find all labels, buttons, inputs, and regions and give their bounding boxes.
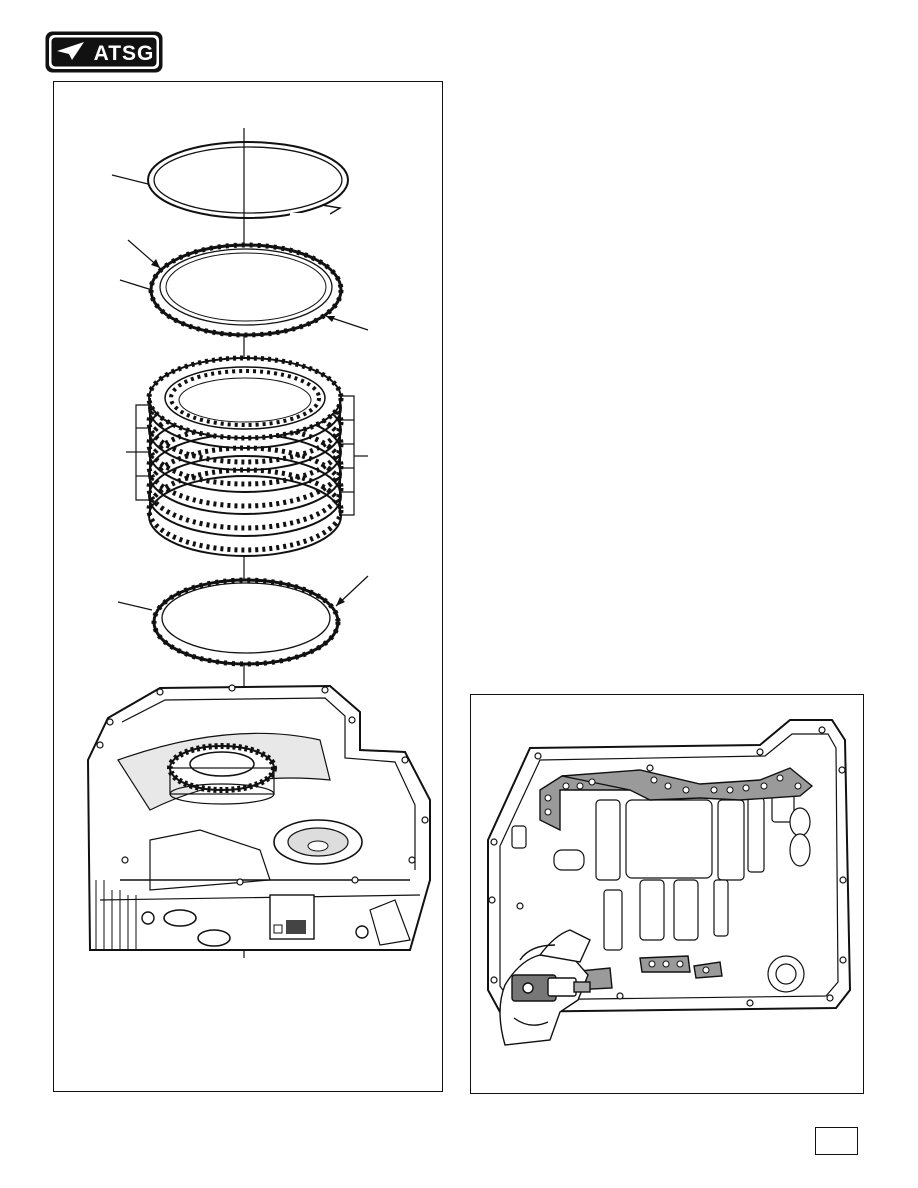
backing-plate (151, 577, 341, 667)
hand-and-connector (499, 929, 591, 1046)
case-bolts (96, 684, 429, 886)
atsg-logo-graphic: ATSG (45, 31, 163, 73)
logo-text: ATSG (94, 42, 155, 65)
leader-backing-plate-left (117, 601, 153, 611)
transmission-case (86, 684, 431, 951)
housing-bolts (488, 726, 847, 1007)
page-number-box (815, 1127, 858, 1155)
valve-body-bores (511, 789, 811, 993)
clutch-pack-stack (146, 355, 344, 557)
arrowhead-1 (151, 259, 160, 268)
atsg-logo: ATSG (44, 30, 164, 74)
valve-body-frame (470, 694, 864, 1094)
snap-ring (147, 141, 349, 221)
case-leg-lines (95, 880, 137, 950)
gasket-holes (544, 774, 802, 974)
arrowhead-2 (326, 316, 335, 322)
leader-pressure-plate-left (119, 279, 153, 291)
bracket-right (340, 395, 368, 516)
leader-snap-ring (111, 174, 149, 185)
exploded-view-frame (53, 81, 443, 1092)
bracket-left (126, 404, 150, 501)
pressure-plate (148, 242, 344, 338)
arrowhead-3 (336, 597, 345, 606)
